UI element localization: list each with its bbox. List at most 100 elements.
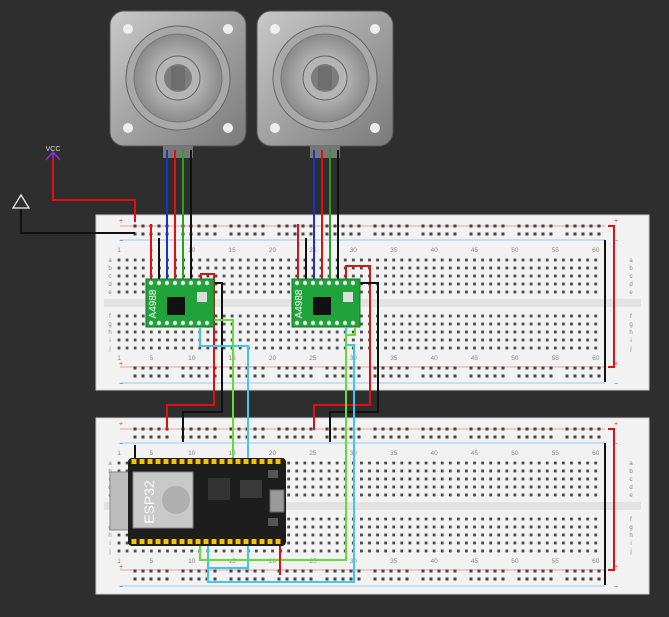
rail-hole (597, 569, 601, 573)
terminal-hole (505, 549, 509, 553)
terminal-hole (465, 469, 468, 473)
terminal-hole (117, 322, 121, 326)
rail-hole (573, 224, 577, 228)
terminal-hole (117, 330, 121, 334)
terminal-hole (376, 258, 379, 262)
terminal-hole (456, 469, 460, 473)
rail-hole (493, 427, 497, 431)
terminal-hole (141, 258, 145, 262)
rail-hole (237, 427, 241, 431)
terminal-hole (384, 258, 388, 262)
terminal-hole (497, 533, 501, 537)
terminal-hole (424, 314, 428, 318)
terminal-hole (254, 290, 258, 294)
terminal-hole (465, 461, 468, 465)
terminal-hole (408, 258, 412, 262)
terminal-hole (586, 290, 590, 294)
terminal-hole (351, 338, 355, 342)
terminal-hole (351, 330, 355, 334)
rail-hole (309, 569, 313, 573)
terminal-hole (319, 549, 323, 553)
terminal-hole (376, 477, 379, 481)
terminal-hole (570, 274, 573, 278)
esp32-pin (203, 539, 209, 544)
terminal-hole (206, 330, 210, 334)
rail-hole (229, 374, 233, 378)
rail-hole (549, 232, 553, 236)
rail-hole (285, 232, 289, 236)
terminal-hole (537, 493, 541, 497)
terminal-hole (586, 541, 590, 545)
terminal-hole (287, 485, 291, 489)
rail-hole (301, 366, 305, 370)
rail-hole (397, 232, 401, 236)
terminal-hole (529, 290, 533, 294)
row-letter-left: i (109, 541, 110, 547)
rail-hole (437, 569, 441, 573)
rail-hole (565, 224, 569, 228)
terminal-hole (133, 338, 137, 342)
terminal-hole (489, 525, 493, 529)
terminal-hole (570, 330, 573, 334)
terminal-hole (448, 525, 452, 529)
terminal-hole (586, 346, 590, 350)
terminal-hole (553, 533, 557, 537)
terminal-hole (174, 338, 177, 342)
wire-rail-red-top (608, 225, 615, 368)
terminal-hole (578, 282, 581, 286)
rail-hole (597, 577, 601, 581)
terminal-hole (553, 525, 557, 529)
terminal-hole (481, 461, 484, 465)
rail-plus-label: + (119, 421, 123, 428)
terminal-hole (360, 338, 363, 342)
terminal-hole (376, 461, 379, 465)
esp32-pin (195, 459, 201, 464)
terminal-hole (133, 258, 137, 262)
rail-hole (141, 366, 145, 370)
rail-hole (141, 435, 145, 439)
rail-hole (277, 427, 281, 431)
column-number-top: 35 (390, 247, 398, 254)
terminal-hole (562, 314, 565, 318)
terminal-hole (392, 282, 396, 286)
terminal-hole (521, 549, 525, 553)
terminal-hole (327, 461, 331, 465)
terminal-hole (529, 525, 533, 529)
terminal-hole (392, 314, 396, 318)
terminal-hole (408, 541, 412, 545)
rail-hole (589, 232, 593, 236)
rail-hole (189, 374, 193, 378)
terminal-hole (432, 525, 436, 529)
terminal-hole (408, 266, 412, 270)
terminal-hole (360, 290, 363, 294)
esp32-pin (251, 539, 257, 544)
rail-hole (301, 577, 305, 581)
terminal-hole (473, 274, 476, 278)
terminal-hole (400, 469, 404, 473)
terminal-hole (343, 258, 347, 262)
terminal-hole (392, 533, 396, 537)
rail-hole (197, 435, 201, 439)
column-number-bottom: 55 (552, 355, 560, 362)
terminal-hole (303, 346, 307, 350)
rail-minus-label: − (614, 238, 618, 245)
rail-hole (277, 577, 281, 581)
terminal-hole (295, 461, 299, 465)
terminal-hole (287, 461, 291, 465)
row-letter-right: h (629, 330, 632, 336)
row-letter-right: g (629, 525, 632, 531)
terminal-hole (214, 266, 218, 270)
terminal-hole (416, 330, 420, 334)
rail-hole (421, 224, 425, 228)
terminal-hole (392, 461, 396, 465)
terminal-hole (513, 549, 517, 553)
terminal-hole (133, 314, 137, 318)
terminal-hole (594, 274, 598, 278)
terminal-hole (529, 461, 533, 465)
terminal-hole (149, 330, 153, 334)
terminal-hole (246, 266, 250, 270)
terminal-hole (416, 517, 420, 521)
terminal-hole (125, 314, 129, 318)
terminal-hole (295, 485, 299, 489)
terminal-hole (408, 338, 412, 342)
